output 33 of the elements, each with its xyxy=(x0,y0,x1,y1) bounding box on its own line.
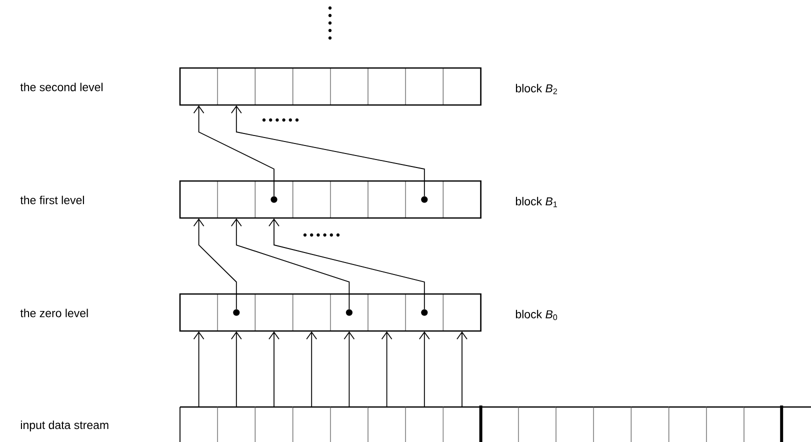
row-label: the second level xyxy=(20,82,103,92)
arrow xyxy=(268,218,425,310)
block-label: block B$_{0}$ xyxy=(516,310,558,320)
stream-cell xyxy=(405,406,444,442)
stream-cell xyxy=(254,406,294,442)
stream-cell xyxy=(593,406,632,442)
arrow xyxy=(306,331,318,408)
arrow xyxy=(193,218,237,310)
arrow xyxy=(193,331,204,408)
stream-cell xyxy=(330,406,368,442)
stream-cell xyxy=(442,406,482,442)
arrow xyxy=(344,331,355,408)
block-label: block B$_{1}$ xyxy=(516,196,557,208)
arrow xyxy=(268,331,280,408)
arrow xyxy=(230,331,242,408)
stream-cell xyxy=(706,406,744,442)
stream-cell xyxy=(744,406,782,442)
arrow xyxy=(230,218,350,310)
stream-cell xyxy=(518,406,556,442)
stream-cell xyxy=(217,406,256,442)
row-label: input data stream xyxy=(20,420,108,432)
arrow xyxy=(456,331,468,408)
row-label: the zero level xyxy=(20,308,88,318)
arrow xyxy=(381,331,392,408)
stream-cell xyxy=(368,406,406,442)
stream-cell xyxy=(668,406,707,442)
stream-cell xyxy=(630,406,670,442)
stream-cell xyxy=(292,406,331,442)
arrow xyxy=(418,331,430,408)
arrow xyxy=(193,105,274,197)
row-label: the first level xyxy=(20,196,84,204)
block-label: block B$_{2}$ xyxy=(516,84,557,94)
stream-cell xyxy=(556,406,594,442)
